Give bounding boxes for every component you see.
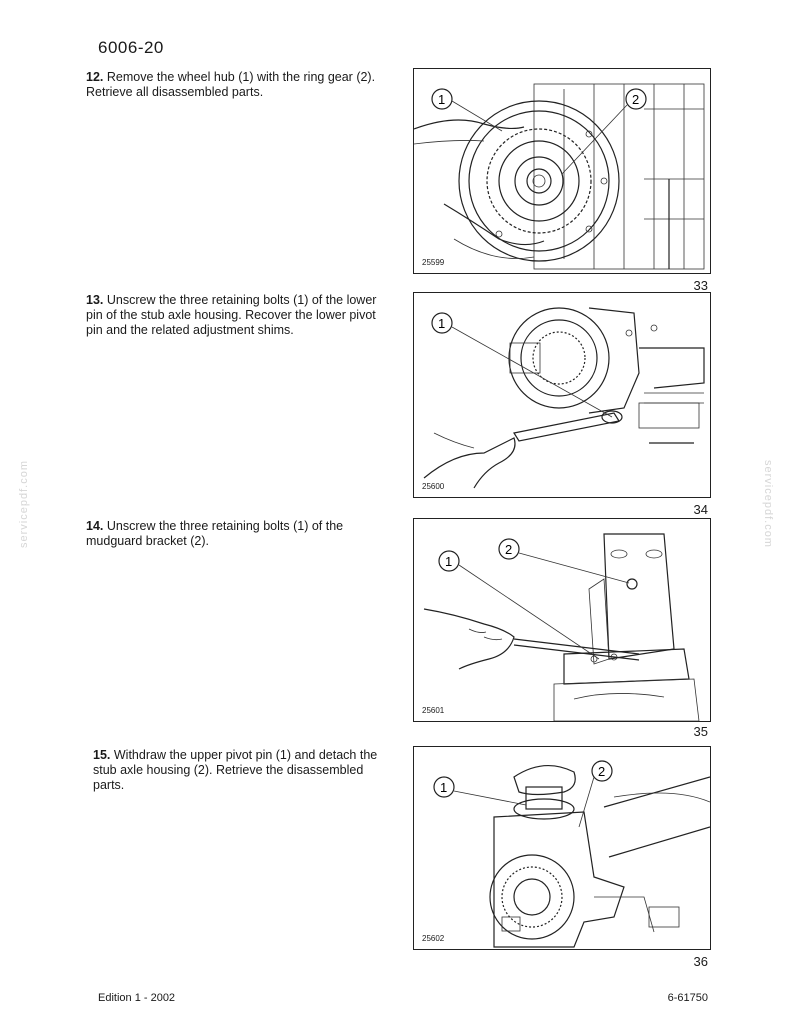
figure-wheel-hub: 1 2 25599	[413, 68, 711, 274]
figure-number: 35	[693, 724, 708, 739]
step-instruction: Unscrew the three retaining bolts (1) of…	[86, 293, 377, 337]
step-number: 13.	[86, 293, 104, 307]
callout-1: 1	[431, 312, 453, 334]
figure-code: 25599	[422, 258, 445, 267]
step-number: 12.	[86, 70, 104, 84]
figure-code: 25602	[422, 934, 445, 943]
figure-code: 25600	[422, 482, 445, 491]
mudguard-bracket-illustration: 1 2	[423, 533, 700, 721]
step-instruction: Unscrew the three retaining bolts (1) of…	[86, 519, 344, 548]
figure-number: 33	[693, 278, 708, 293]
callout-2: 2	[498, 538, 520, 560]
footer-doc-code: 6-61750	[667, 992, 708, 1004]
wheel-hub-illustration: 1 2	[414, 83, 705, 270]
svg-text:1: 1	[445, 554, 452, 569]
step-number: 15.	[93, 748, 111, 762]
footer-edition: Edition 1 - 2002	[98, 992, 176, 1004]
svg-text:2: 2	[632, 92, 639, 107]
step-14-text: 14. Unscrew the three retaining bolts (1…	[86, 519, 386, 549]
lower-pin-illustration: 1	[423, 307, 705, 489]
figure-upper-pivot-pin: 1 2 25602	[413, 746, 711, 950]
figure-code: 25601	[422, 706, 445, 715]
step-instruction: Withdraw the upper pivot pin (1) and det…	[93, 748, 378, 792]
callout-2: 2	[591, 760, 613, 782]
svg-text:2: 2	[598, 764, 605, 779]
step-15-text: 15. Withdraw the upper pivot pin (1) and…	[93, 748, 386, 793]
svg-text:2: 2	[505, 542, 512, 557]
svg-text:1: 1	[438, 92, 445, 107]
watermark-left: servicepdf.com	[18, 460, 30, 548]
step-number: 14.	[86, 519, 104, 533]
callout-1: 1	[438, 550, 460, 572]
figure-number: 34	[693, 502, 708, 517]
callout-2: 2	[625, 88, 647, 110]
step-12-text: 12. Remove the wheel hub (1) with the ri…	[86, 70, 386, 100]
step-instruction: Remove the wheel hub (1) with the ring g…	[86, 70, 376, 99]
upper-pivot-pin-illustration: 1 2	[433, 760, 710, 948]
figure-lower-pin-bolts: 1 25600	[413, 292, 711, 498]
callout-1: 1	[433, 776, 455, 798]
page-header-section-code: 6006-20	[98, 38, 164, 57]
svg-text:1: 1	[440, 780, 447, 795]
figure-number: 36	[693, 954, 708, 969]
svg-text:1: 1	[438, 316, 445, 331]
figure-mudguard-bracket: 1 2 25601	[413, 518, 711, 722]
step-13-text: 13. Unscrew the three retaining bolts (1…	[86, 293, 386, 338]
callout-1: 1	[431, 88, 453, 110]
watermark-right: servicepdf.com	[762, 460, 774, 548]
